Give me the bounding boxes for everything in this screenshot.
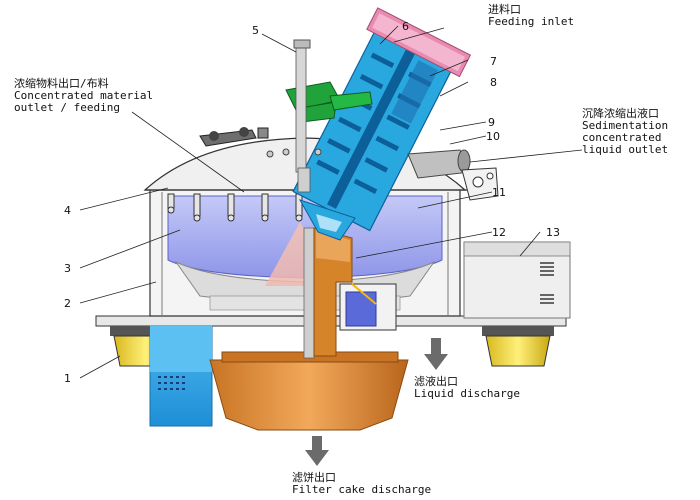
liquid-discharge-arrow: [424, 338, 448, 370]
liquid-collector: [339, 283, 397, 331]
liquid-discharge-cn: 滤液出口: [414, 375, 458, 388]
liquid-discharge-en: Liquid discharge: [414, 387, 520, 400]
concentrated-outlet-cn: 浓缩物料出口/布料: [14, 77, 109, 90]
part-number-1: 1: [64, 372, 71, 385]
part-number-10: 10: [486, 130, 500, 143]
sedimentation-outlet-en-1: Sedimentation: [582, 119, 669, 132]
part-number-11: 11: [492, 186, 506, 199]
part-number-12: 12: [492, 226, 506, 239]
feeding-inlet-cn: 进料口: [488, 3, 521, 16]
liquid-discharge-caption: 滤液出口 Liquid discharge: [414, 376, 520, 400]
part-number-2: 2: [64, 297, 71, 310]
filter-cake-en: Filter cake discharge: [292, 483, 432, 496]
hinge-bracket: [461, 167, 499, 201]
feeding-spouts: [167, 193, 303, 222]
sedimentation-outlet-en-2: concentrated: [582, 131, 662, 144]
lid-handle: [199, 127, 269, 147]
part-number-5: 5: [252, 24, 259, 37]
feeding-inlet-caption: 进料口 Feeding inlet: [488, 4, 574, 28]
sedimentation-separator: [292, 7, 472, 232]
cake-discharge-arrow: [305, 436, 329, 466]
part-number-7: 7: [490, 55, 497, 68]
sedimentation-outlet-cn: 沉降浓缩出液口: [582, 107, 659, 120]
concentrated-outlet-caption: 浓缩物料出口/布料 Concentrated material outlet /…: [14, 78, 153, 114]
filter-cake-caption: 滤饼出口 Filter cake discharge: [292, 472, 431, 496]
concentrated-outlet-en-1: Concentrated material: [14, 89, 154, 102]
control-panel-right: [463, 241, 571, 319]
part-number-3: 3: [64, 262, 71, 275]
part-number-8: 8: [490, 76, 497, 89]
sedimentation-outlet-caption: 沉降浓缩出液口 Sedimentation concentrated liqui…: [582, 108, 668, 156]
part-number-9: 9: [488, 116, 495, 129]
damper-foot-right: [482, 326, 554, 367]
drive-column: [295, 43, 307, 173]
concentrated-outlet-en-2: outlet / feeding: [14, 101, 120, 114]
filter-cake-hopper: [209, 359, 409, 431]
leader-lines: [79, 25, 583, 379]
sedimentation-outlet-en-3: liquid outlet: [582, 143, 669, 156]
feeding-inlet-en: Feeding inlet: [488, 15, 575, 28]
part-number-13: 13: [546, 226, 560, 239]
control-cabinet-left: [149, 325, 213, 427]
lid-fittings: [266, 148, 322, 158]
part-number-4: 4: [64, 204, 71, 217]
filter-cake-cn: 滤饼出口: [292, 471, 336, 484]
main-shaft: [303, 227, 315, 359]
part-number-6: 6: [402, 20, 409, 33]
